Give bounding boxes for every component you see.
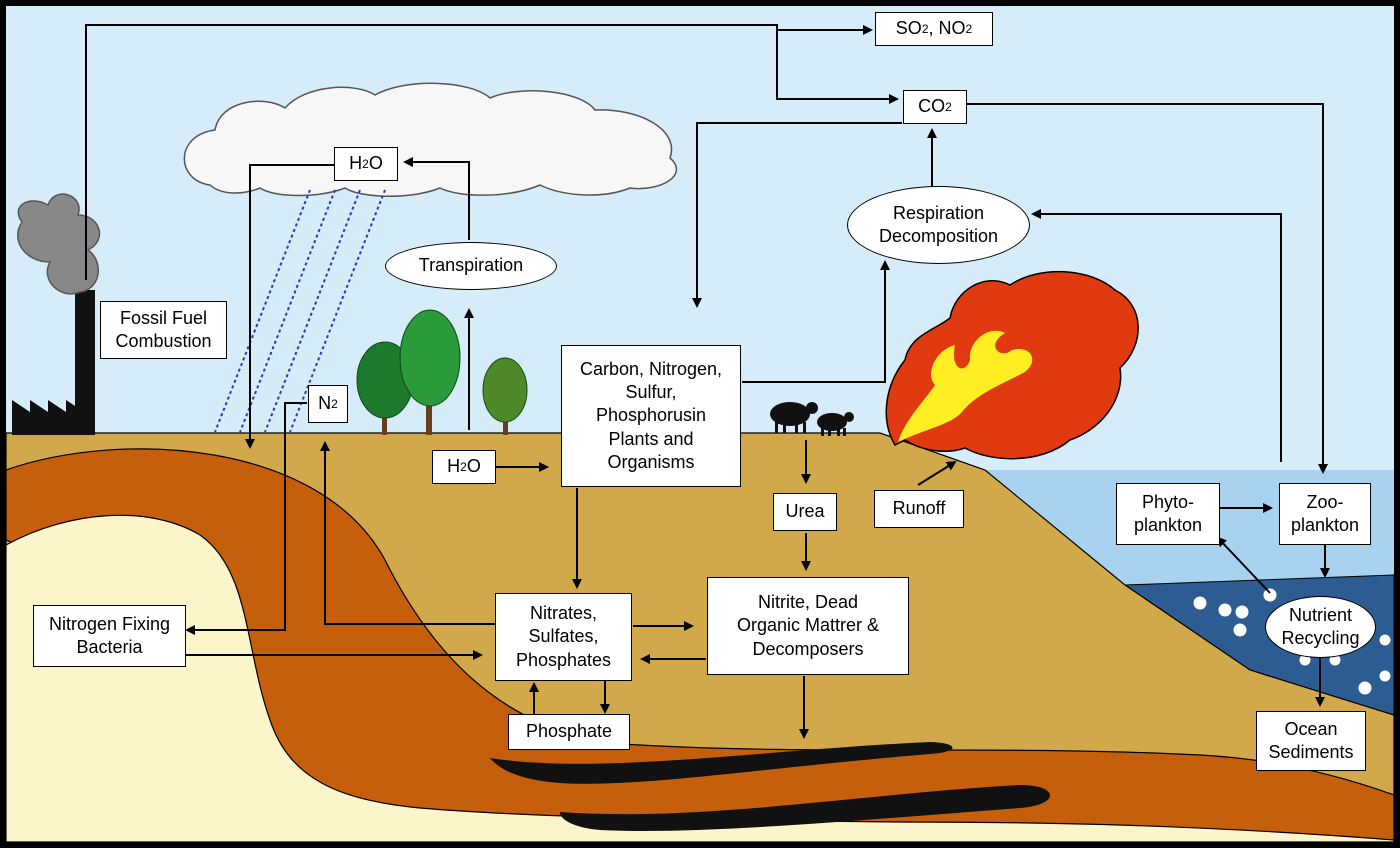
cloud-icon [183,82,678,197]
tree-icon [399,309,461,435]
sand-layer [6,514,1394,842]
nitrogen-fixing-bacteria-label: Nitrogen Fixing Bacteria [33,605,186,667]
rain-icon [214,189,386,433]
tree-icon [482,357,528,435]
smoke-icon [17,193,101,295]
nutrient-bubble-icon [1193,588,1391,695]
fire-inner-icon [898,330,1033,442]
phosphate-label: Phosphate [508,714,630,750]
urea-label: Urea [773,493,837,531]
nitrite-dead-organic-matter-label: Nitrite, Dead Organic Mattrer & Decompos… [707,577,909,675]
respiration-decomposition-label: Respiration Decomposition [847,186,1030,264]
runoff-label: Runoff [874,490,964,528]
coal-seam [490,742,953,784]
phytoplankton-label: Phyto- plankton [1116,483,1220,545]
nutrient-recycling-label: Nutrient Recycling [1265,596,1376,658]
ocean-sediments-label: Ocean Sediments [1256,711,1366,771]
sheep-icon [817,412,854,436]
nitrates-sulfates-phosphates-label: Nitrates, Sulfates, Phosphates [495,593,632,681]
zooplankton-label: Zoo- plankton [1279,483,1371,545]
sheep-icon [770,402,818,433]
carbon-nitrogen-organisms-label: Carbon, Nitrogen, Sulfur, Phosphorusin P… [561,345,741,487]
transpiration-label: Transpiration [385,242,557,290]
flow-arrows [85,24,1330,739]
fossil-fuel-combustion-label: Fossil Fuel Combustion [100,301,227,359]
coal-seam [560,785,1050,831]
factory-icon [12,290,95,435]
